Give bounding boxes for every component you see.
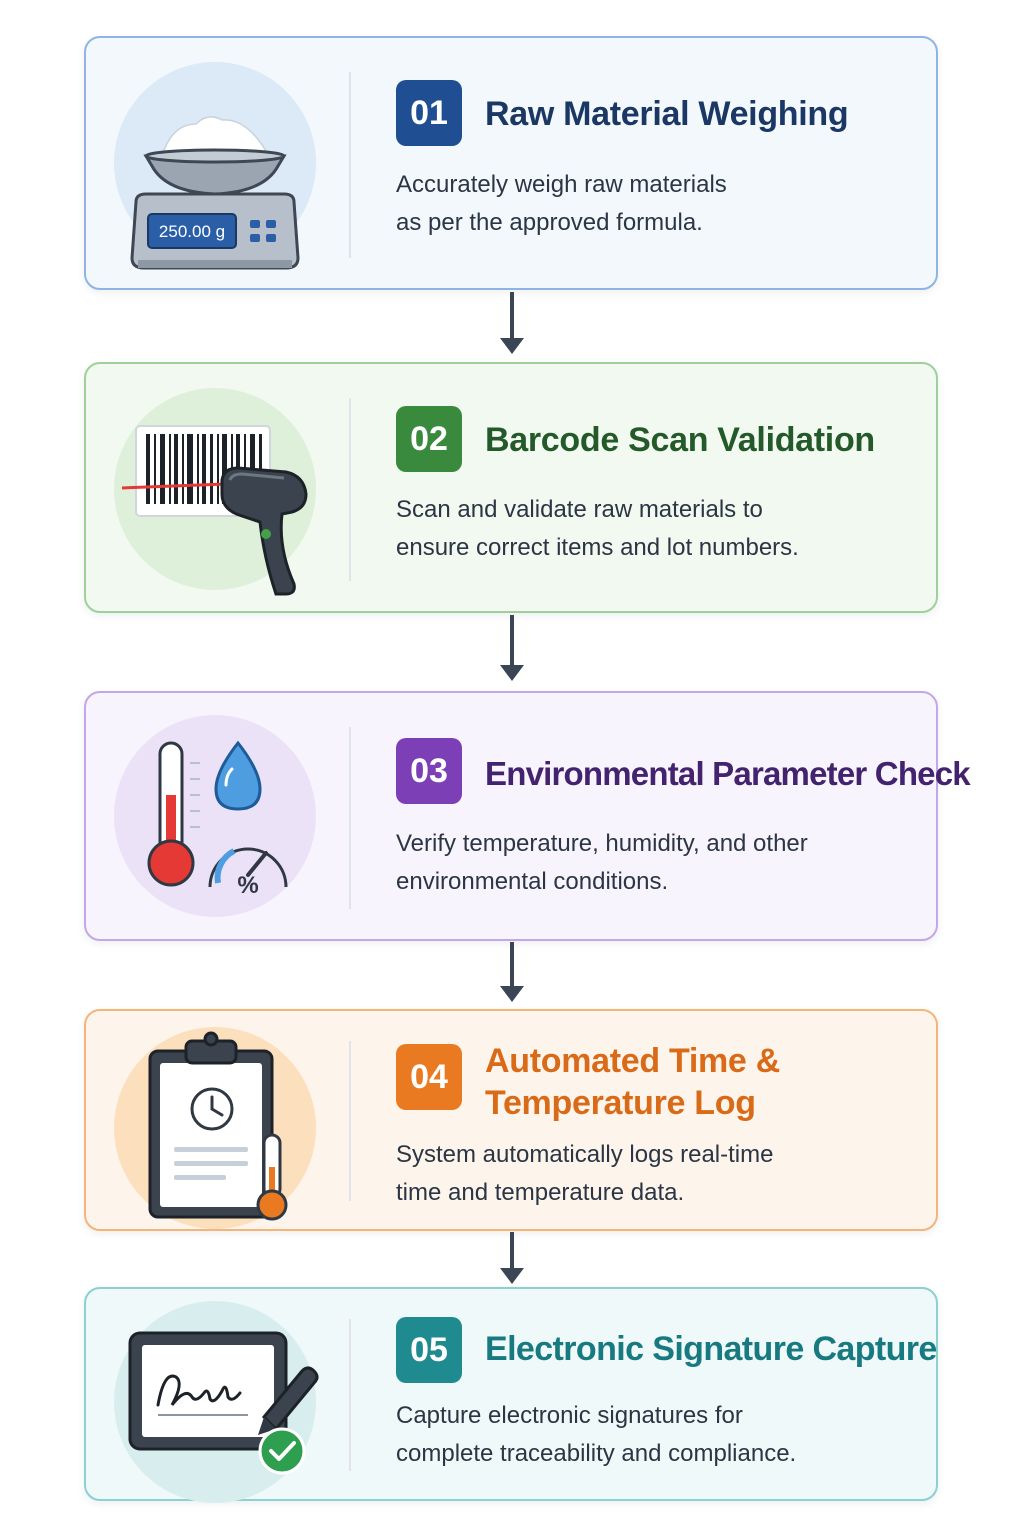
step-description-line: System automatically logs real-time [396, 1141, 774, 1168]
step-description-line: time and temperature data. [396, 1179, 685, 1206]
step-title: Environmental Parameter Check [485, 755, 971, 792]
step-description-line: environmental conditions. [396, 868, 669, 895]
step-description-line: as per the approved formula. [396, 209, 703, 236]
step-card-raw-material-weighing: 250.00 g 01 Raw Material Weighing Accura… [84, 36, 938, 290]
step-description-line: Accurately weigh raw materials [396, 171, 727, 198]
divider [349, 398, 351, 581]
gauge-percent-symbol: % [237, 872, 258, 899]
step-number-badge: 03 [396, 738, 462, 804]
step-description: Scan and validate raw materials to ensur… [396, 491, 896, 567]
step-title: Barcode Scan Validation [485, 421, 875, 459]
step-number-badge: 02 [396, 406, 462, 472]
barcode-scanner-icon [114, 388, 316, 596]
step-card-barcode-scan-validation: 02 Barcode Scan Validation Scan and vali… [84, 362, 938, 613]
divider [349, 1041, 351, 1201]
clipboard-clock-icon [114, 1027, 316, 1229]
step-title: Raw Material Weighing [485, 95, 849, 133]
flow-arrow [497, 615, 527, 681]
step-description-line: ensure correct items and lot numbers. [396, 534, 799, 561]
step-description-line: Scan and validate raw materials to [396, 496, 763, 523]
flow-arrow [497, 292, 527, 358]
step-title: Automated Time & Temperature Log [485, 1042, 780, 1122]
step-description-line: complete traceability and compliance. [396, 1440, 797, 1467]
divider [349, 727, 351, 909]
step-card-environmental-parameter-check: % 03 Environmental Parameter Check Verif… [84, 691, 971, 941]
step-description: Capture electronic signatures for comple… [396, 1397, 896, 1473]
step-number-badge: 05 [396, 1317, 462, 1383]
divider [349, 1319, 351, 1471]
step-card-automated-time-temperature-log: 04 Automated Time & Temperature Log Syst… [84, 1009, 938, 1231]
scale-readout: 250.00 g [159, 222, 225, 241]
flow-arrow [497, 942, 527, 1008]
flow-arrow [497, 1232, 527, 1298]
step-description: Accurately weigh raw materials as per th… [396, 166, 896, 242]
step-title: Electronic Signature Capture [485, 1330, 937, 1368]
signature-pad-icon [114, 1301, 319, 1503]
divider [349, 72, 351, 258]
step-description-line: Verify temperature, humidity, and other [396, 830, 808, 857]
weighing-scale-icon: 250.00 g [114, 62, 316, 270]
step-card-electronic-signature-capture: 05 Electronic Signature Capture Capture … [84, 1287, 938, 1503]
step-number-badge: 04 [396, 1044, 462, 1110]
thermometer-humidity-icon: % [114, 715, 316, 917]
step-description: System automatically logs real-time time… [396, 1136, 896, 1212]
step-number-badge: 01 [396, 80, 462, 146]
step-description: Verify temperature, humidity, and other … [396, 825, 896, 901]
step-description-line: Capture electronic signatures for [396, 1402, 743, 1429]
